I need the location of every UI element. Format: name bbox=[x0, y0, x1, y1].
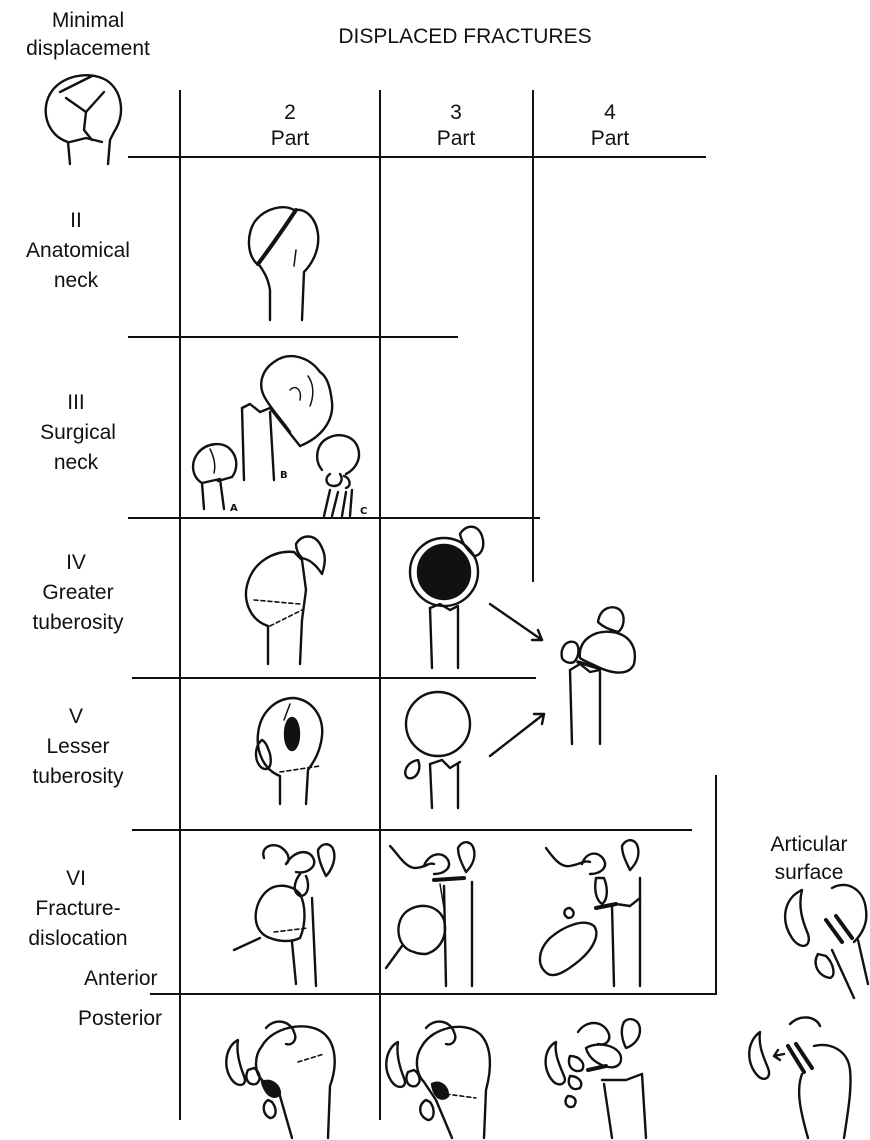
row-iv-numeral: IV bbox=[16, 550, 136, 576]
column-3-part: Part bbox=[416, 126, 496, 152]
four-part-fracture-drawing bbox=[556, 600, 646, 750]
arrow-greater-to-four-part bbox=[486, 600, 556, 650]
anatomical-neck-fracture-drawing bbox=[240, 200, 330, 325]
posterior-dislocation-3-part-drawing bbox=[380, 1020, 510, 1140]
surgical-neck-letter-c: C bbox=[360, 506, 367, 517]
column-4-number: 4 bbox=[570, 100, 650, 126]
row-iii-line1: Surgical bbox=[8, 420, 148, 446]
surgical-neck-letter-b: B bbox=[280, 470, 288, 481]
lesser-tuberosity-3-part-drawing bbox=[398, 682, 488, 812]
lesser-tuberosity-2-part-drawing bbox=[240, 690, 340, 810]
posterior-dislocation-4-part-drawing bbox=[540, 1018, 670, 1140]
surgical-neck-letter-a: A bbox=[230, 503, 238, 514]
arrow-lesser-to-four-part bbox=[486, 706, 556, 762]
row-vi-line2: dislocation bbox=[8, 926, 148, 952]
column-2-part: Part bbox=[250, 126, 330, 152]
row-v-line2: tuberosity bbox=[8, 764, 148, 790]
articular-surface-posterior-drawing bbox=[744, 1016, 866, 1140]
surgical-neck-fracture-c-drawing: C bbox=[310, 430, 380, 520]
row-iii-numeral: III bbox=[16, 390, 136, 416]
row-vi-line1: Fracture- bbox=[8, 896, 148, 922]
minimal-displacement-drawing bbox=[30, 68, 140, 168]
displaced-fractures-title: DISPLACED FRACTURES bbox=[300, 24, 630, 50]
row-ii-line1: Anatomical bbox=[8, 238, 148, 264]
header-divider bbox=[128, 156, 706, 158]
row-divider-anterior-posterior bbox=[150, 993, 716, 995]
articular-surface-label-line1: Articular bbox=[754, 832, 864, 858]
posterior-label: Posterior bbox=[78, 1006, 188, 1032]
row-divider-iv-v bbox=[132, 677, 536, 679]
column-divider-3-4 bbox=[532, 90, 534, 582]
greater-tuberosity-3-part-drawing bbox=[400, 520, 500, 670]
posterior-dislocation-2-part-drawing bbox=[218, 1020, 348, 1140]
minimal-displacement-label-line2: displacement bbox=[8, 36, 168, 62]
greater-tuberosity-2-part-drawing bbox=[240, 530, 340, 670]
anterior-dislocation-4-part-drawing bbox=[536, 838, 666, 988]
row-divider-ii-iii bbox=[128, 336, 458, 338]
row-iv-line1: Greater bbox=[8, 580, 148, 606]
row-ii-line2: neck bbox=[16, 268, 136, 294]
anterior-dislocation-2-part-drawing bbox=[230, 838, 350, 988]
row-iv-line2: tuberosity bbox=[8, 610, 148, 636]
row-iii-line2: neck bbox=[16, 450, 136, 476]
row-v-numeral: V bbox=[16, 704, 136, 730]
surgical-neck-fracture-a-drawing: A bbox=[188, 435, 248, 515]
column-2-number: 2 bbox=[250, 100, 330, 126]
column-4-part: Part bbox=[570, 126, 650, 152]
column-3-number: 3 bbox=[416, 100, 496, 126]
column-divider-left bbox=[179, 90, 181, 1120]
row-vi-numeral: VI bbox=[16, 866, 136, 892]
row-v-line1: Lesser bbox=[8, 734, 148, 760]
articular-surface-anterior-drawing bbox=[772, 880, 870, 1000]
minimal-displacement-label-line1: Minimal bbox=[28, 8, 148, 34]
row-ii-numeral: II bbox=[16, 208, 136, 234]
column-divider-4-articular bbox=[715, 775, 717, 995]
anterior-label: Anterior bbox=[84, 966, 184, 992]
row-divider-v-vi bbox=[132, 829, 692, 831]
column-divider-2-3 bbox=[379, 90, 381, 1120]
anterior-dislocation-3-part-drawing bbox=[384, 838, 504, 988]
